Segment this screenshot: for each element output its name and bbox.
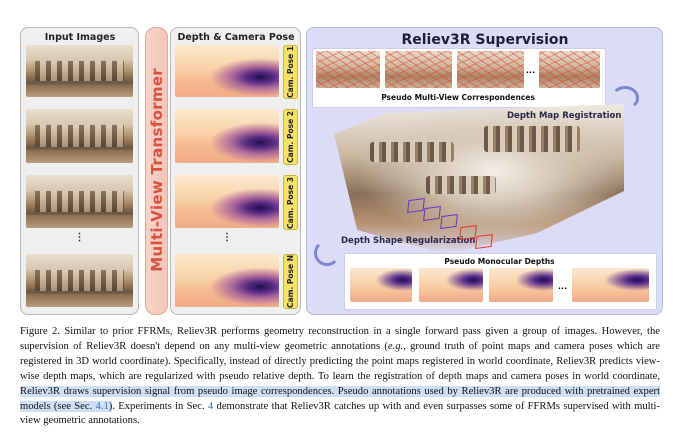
- cam-pose-badge-2: Cam. Pose 2: [283, 109, 298, 165]
- caption-text: , ground truth of point maps and camera …: [20, 340, 660, 382]
- input-image-1: [26, 45, 133, 97]
- monocular-depth-1: [350, 268, 412, 302]
- camera-frustum-icon: [459, 224, 477, 241]
- correspondence-image-2: [385, 51, 452, 88]
- correspondence-image-n: [539, 51, 600, 88]
- input-image-2: [26, 109, 133, 163]
- transformer-label-wrap: Multi-View Transformer: [145, 27, 169, 313]
- caption-text: . Experiments in Sec.: [112, 400, 208, 412]
- figure-caption: Figure 2. Similar to prior FFRMs, Reliev…: [20, 325, 660, 429]
- registration-arrow-icon: [611, 86, 639, 110]
- caption-text: Figure 2. Similar to prior FFRMs, Reliev…: [20, 326, 660, 352]
- scene-shelf-3: [426, 176, 496, 194]
- input-images-ellipsis: ⋮: [74, 232, 85, 243]
- input-images-title: Input Images: [44, 32, 116, 43]
- correspondence-ellipsis: ...: [526, 66, 536, 75]
- depth-map-3: [175, 175, 279, 228]
- caption-text: demonstrate that Reliev3R catches up wit…: [20, 400, 660, 427]
- depth-maps-ellipsis: ⋮: [222, 232, 232, 243]
- section-ref-link[interactable]: 4.1: [95, 400, 109, 412]
- monocular-depth-n: [572, 268, 649, 302]
- input-image-3: [26, 175, 133, 228]
- correspondence-image-1: [316, 51, 380, 88]
- caption-highlight-text: Reliev3R draws supervision signal from p…: [20, 385, 660, 412]
- monocular-depth-2: [419, 268, 483, 302]
- depth-map-1: [175, 45, 279, 97]
- input-image-n: [26, 254, 133, 307]
- monocular-depths-label: Pseudo Monocular Depths: [444, 257, 555, 266]
- scene-shelf-2: [484, 126, 580, 152]
- camera-frustum-icon: [440, 213, 458, 230]
- depth-camera-title: Depth & Camera Pose: [177, 32, 295, 43]
- cam-pose-badge-n: Cam. Pose N: [283, 254, 298, 309]
- monocular-depth-3: [489, 268, 553, 302]
- monocular-ellipsis: ...: [558, 282, 568, 291]
- correspondence-image-3: [457, 51, 524, 88]
- caption-highlight-close: ): [108, 400, 113, 412]
- multi-view-transformer-label: Multi-View Transformer: [148, 68, 166, 272]
- cam-pose-badge-3: Cam. Pose 3: [283, 175, 298, 230]
- depth-shape-regularization-label: Depth Shape Regularization: [341, 236, 476, 246]
- regularization-arrow-icon: [314, 240, 340, 266]
- depth-map-2: [175, 109, 279, 163]
- camera-frustum-icon: [407, 197, 425, 214]
- depth-map-registration-label: Depth Map Registration: [507, 111, 622, 121]
- scene-shelf-1: [370, 142, 454, 162]
- correspondences-label: Pseudo Multi-View Correspondences: [381, 93, 535, 102]
- camera-frustum-icon: [423, 205, 441, 222]
- multi-view-transformer-block: [145, 27, 168, 315]
- depth-map-n: [175, 254, 279, 307]
- supervision-title: Reliev3R Supervision: [401, 32, 569, 48]
- cam-pose-badge-1: Cam. Pose 1: [283, 45, 298, 99]
- caption-eg: e.g.: [387, 340, 404, 352]
- camera-frustum-icon: [475, 233, 493, 250]
- section-ref-link[interactable]: 4: [207, 400, 214, 412]
